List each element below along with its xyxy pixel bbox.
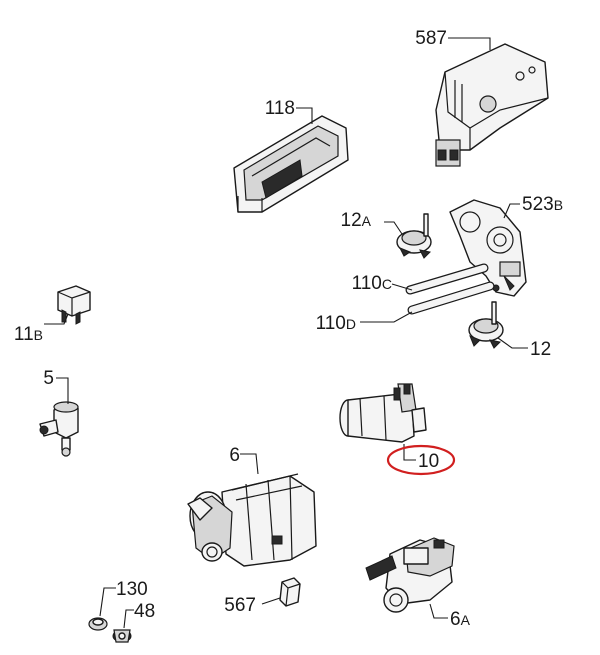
part-10-heater[interactable] xyxy=(339,383,427,443)
label-110c: 110C xyxy=(352,273,392,294)
part-48-connector[interactable] xyxy=(112,629,132,643)
part-110c-hose[interactable] xyxy=(405,263,489,295)
highlight-ring-part-10 xyxy=(386,444,456,476)
label-12a: 12A xyxy=(341,210,372,231)
label-110d: 110D xyxy=(316,313,356,334)
label-130: 130 xyxy=(116,579,148,600)
part-5-inlet-valve[interactable] xyxy=(39,401,79,457)
part-12a-pressure-switch[interactable] xyxy=(396,213,432,259)
part-130-seal-ring[interactable] xyxy=(88,617,108,631)
label-567: 567 xyxy=(224,595,256,616)
label-11b: 11B xyxy=(14,324,43,345)
label-10: 10 xyxy=(418,451,439,472)
part-6-circulation-pump[interactable] xyxy=(187,473,317,567)
label-587: 587 xyxy=(415,28,447,49)
label-6a: 6A xyxy=(450,609,471,630)
part-523b-bracket[interactable] xyxy=(449,199,527,297)
part-6a-drain-pump[interactable] xyxy=(365,537,455,613)
part-110d-hose[interactable] xyxy=(407,281,495,315)
label-5: 5 xyxy=(43,368,54,389)
label-12: 12 xyxy=(530,339,551,360)
part-587-control-module[interactable] xyxy=(435,43,549,167)
part-11b-relay[interactable] xyxy=(57,285,91,325)
part-567-cap[interactable] xyxy=(279,577,301,607)
label-118: 118 xyxy=(265,98,295,119)
label-48: 48 xyxy=(134,601,155,622)
label-6: 6 xyxy=(229,445,240,466)
part-118-dispenser[interactable] xyxy=(233,115,349,213)
label-523b: 523B xyxy=(522,194,563,215)
part-12-pressure-switch[interactable] xyxy=(468,301,504,349)
